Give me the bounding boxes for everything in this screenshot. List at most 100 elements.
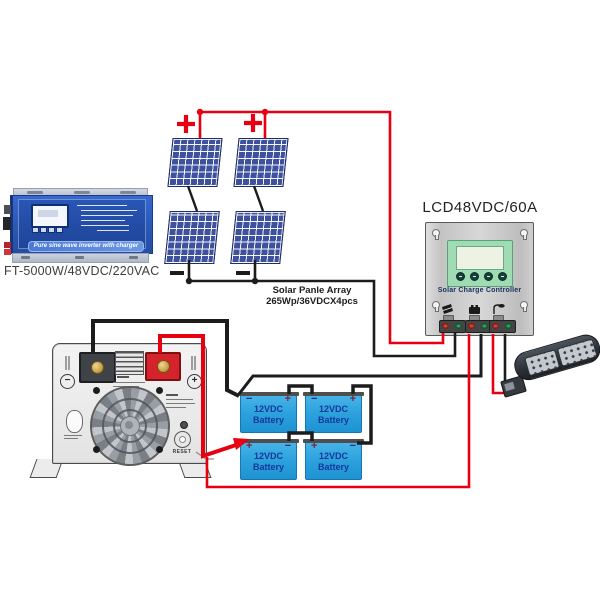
fan-ring — [113, 409, 147, 443]
battery-label: Battery — [317, 461, 349, 472]
load-terminal — [489, 320, 516, 333]
rs232-port — [66, 410, 83, 433]
wire-battery-negative-to-controller — [237, 334, 483, 395]
small-screw — [180, 421, 188, 429]
foot-mark — [129, 256, 138, 259]
up-arrow-button — [484, 272, 493, 281]
pv-negative-pin — [455, 322, 462, 329]
front-inverter: Pure sine wave inverter with charger FT-… — [3, 186, 159, 281]
side-text — [194, 356, 196, 370]
junction-dot — [251, 277, 259, 285]
controller-title: LCD48VDC/60A — [422, 199, 538, 216]
inverter-button — [48, 227, 55, 233]
side-text — [68, 356, 70, 370]
foot-mark — [21, 256, 30, 259]
fan-hub — [120, 416, 140, 436]
spec-text-line — [81, 220, 125, 222]
junction-dot — [185, 277, 193, 285]
fan-ring — [102, 398, 158, 454]
screw — [93, 446, 100, 453]
wire-solar-negative — [187, 260, 457, 358]
spec-text-line — [81, 215, 133, 217]
junction-dot — [261, 108, 269, 116]
battery-label: 12VDC — [318, 404, 348, 414]
controller-panel-label: Solar Charge Controller — [437, 287, 522, 294]
tiny-label — [117, 376, 129, 378]
mount-keyhole — [432, 229, 440, 240]
spec-text-line — [81, 225, 129, 227]
battery-label: 12VDC — [318, 451, 348, 461]
down-arrow-button — [470, 272, 479, 281]
inverter-button — [32, 227, 39, 233]
battery-negative-pin — [481, 322, 488, 329]
inverter-rear-panel: − + RESET — [52, 343, 207, 466]
solar-array-annotation: Solar Panle Array 265Wp/36VDCX4pcs — [256, 285, 368, 307]
led-street-lamp — [500, 331, 600, 408]
annotation-line-2: 265Wp/36VDCX4pcs — [266, 295, 358, 307]
mount-keyhole — [432, 301, 440, 312]
terminal-screw — [91, 361, 104, 374]
battery-1: − + 12VDC Battery — [238, 391, 299, 433]
port-label — [64, 438, 78, 440]
battery-label: Battery — [317, 414, 349, 425]
tiny-label — [113, 382, 145, 384]
led-panel — [524, 349, 561, 377]
street-lamp-icon — [493, 304, 505, 314]
warning-label — [166, 407, 186, 409]
battery-icon — [469, 305, 480, 314]
junction-dot — [196, 108, 204, 116]
inverter-button — [56, 227, 63, 233]
left-arrow-button — [456, 272, 465, 281]
lcd-segment — [38, 210, 58, 217]
reset-label: RESET — [172, 449, 192, 455]
solar-panel-icon — [442, 304, 453, 314]
lamp-head — [511, 331, 600, 384]
side-terminal-red — [4, 242, 11, 248]
vent-slot — [120, 191, 136, 194]
battery-label: 12VDC — [253, 451, 283, 461]
negative-symbol: − — [60, 374, 75, 389]
positive-symbol: + — [187, 374, 202, 389]
controller-lcd-display — [456, 246, 504, 270]
mount-keyhole — [520, 301, 528, 312]
side-text — [191, 356, 193, 370]
solar-panel-bottom-right — [230, 211, 286, 264]
battery-label: Battery — [252, 461, 284, 472]
battery-label: Battery — [252, 414, 284, 425]
annotation-line-1: Solar Panle Array — [272, 285, 352, 296]
right-arrow-button — [498, 272, 507, 281]
spec-text-line — [81, 210, 137, 212]
inverter-button — [40, 227, 47, 233]
breaker-vent-grille — [115, 351, 144, 375]
battery-4: + − 12VDC Battery — [303, 438, 364, 480]
reset-button — [174, 431, 191, 448]
dc-positive-terminal — [145, 352, 181, 381]
screw — [93, 387, 100, 394]
side-terminal-red — [4, 249, 11, 255]
screw — [156, 387, 163, 394]
port-label — [64, 435, 82, 437]
led-panel — [556, 338, 598, 367]
inverter-bottom-strip — [12, 253, 149, 263]
vent-slot — [74, 191, 90, 194]
foot-mark — [75, 256, 84, 259]
warning-label — [166, 394, 178, 396]
solar-positive-mark — [177, 114, 262, 133]
vent-slot — [27, 191, 43, 194]
side-connector — [3, 217, 11, 230]
side-text — [65, 356, 67, 370]
solar-panel-bottom-left — [164, 211, 220, 264]
battery-2: − + 12VDC Battery — [303, 391, 364, 433]
mount-keyhole — [520, 229, 528, 240]
pv-input-terminal — [439, 320, 466, 333]
spec-text-line — [77, 205, 127, 207]
cooling-fan — [90, 386, 170, 466]
warning-label — [166, 403, 195, 405]
warning-label — [166, 399, 193, 401]
screw — [156, 446, 163, 453]
pv-positive-pin — [442, 322, 449, 329]
spec-text-line — [97, 230, 129, 232]
inverter-lcd-display — [31, 204, 69, 228]
solar-panel-top-left — [167, 138, 223, 187]
